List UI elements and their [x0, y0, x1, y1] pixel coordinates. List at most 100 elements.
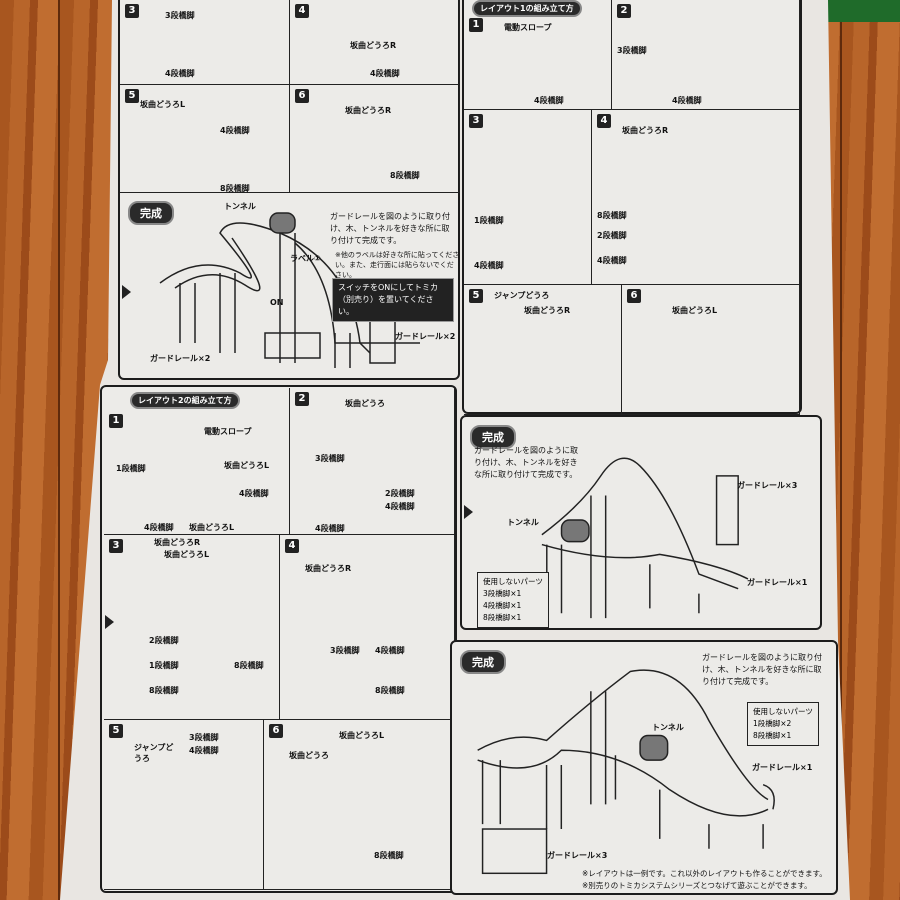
label: 坂曲どうろR [305, 564, 352, 573]
step-number: 2 [295, 392, 309, 406]
label: 坂曲どうろL [224, 461, 270, 470]
label: 3段橋脚 [617, 46, 647, 55]
complete-panel-layout2: 完成 ガードレールを図のように取り付け、木、トンネルを好きな所に取り付けて完成で… [450, 640, 838, 895]
label: 4段橋脚 [239, 489, 269, 498]
step-panel: 4 坂曲どうろR 4段橋脚 [290, 0, 460, 85]
label: ガードレールを図のように取り付け、木、トンネルを好きな所に取り付けて完成です。 [702, 653, 822, 686]
callout-switch: スイッチをONにしてトミカ（別売り）を置いてください。 [332, 278, 454, 322]
label: 8段橋脚 [234, 661, 264, 670]
label: 坂曲どうろL [164, 550, 210, 559]
label: 完成 [460, 650, 506, 674]
label: 3段橋脚 [165, 11, 195, 20]
step-number: 1 [109, 414, 123, 428]
step-number: 6 [295, 89, 309, 103]
step-panel: 6 坂曲どうろL [622, 285, 800, 415]
label: レイアウト2の組み立て方 [130, 392, 240, 409]
label: トンネル [652, 723, 684, 732]
label: 1段橋脚×2 [753, 719, 792, 728]
step-number: 5 [125, 89, 139, 103]
step-number: 3 [109, 539, 123, 553]
step-number: 5 [109, 724, 123, 738]
label: ガードレール×3 [547, 851, 608, 860]
label: 4段橋脚 [375, 646, 405, 655]
label: 4段橋脚 [165, 69, 195, 78]
label: 坂曲どうろ [289, 751, 329, 760]
label: 8段橋脚 [374, 851, 404, 860]
label: ※他のラベルは好きな所に貼ってください。また、走行面には貼らないでください。 [335, 251, 460, 279]
arrow-icon [122, 285, 131, 299]
label: 4段橋脚 [189, 746, 219, 755]
label: 完成 [470, 425, 516, 449]
label: 1段橋脚 [116, 464, 146, 473]
step-panel: 6 坂曲どうろR 8段橋脚 [290, 85, 460, 193]
tunnel-label: トンネル [224, 202, 256, 211]
step-number: 3 [125, 4, 139, 18]
step-number: 4 [597, 114, 611, 128]
label: ガードレール×2 [395, 332, 456, 341]
label: ON [270, 298, 284, 307]
label: 4段橋脚×1 [483, 601, 522, 610]
label: 坂曲どうろL [140, 100, 186, 109]
label: 3段橋脚 [189, 733, 219, 742]
label: ガードレール×3 [737, 481, 798, 490]
label: レイアウト1の組み立て方 [472, 0, 582, 17]
label: 坂曲どうろR [524, 306, 571, 315]
step-panel: 3 3段橋脚 4段橋脚 [120, 0, 290, 85]
step-number: 5 [469, 289, 483, 303]
label: 4段橋脚 [144, 523, 174, 532]
step-number: 2 [617, 4, 631, 18]
label: ジャンプどうろ [494, 291, 550, 300]
decoration [58, 0, 60, 900]
label: 電動スロープ [504, 23, 552, 32]
label: 8段橋脚 [375, 686, 405, 695]
step-number: 3 [469, 114, 483, 128]
label: ガードレール×2 [150, 354, 211, 363]
label: 電動スロープ [204, 427, 252, 436]
label: 4段橋脚 [220, 126, 250, 135]
label: 3段橋脚 [330, 646, 360, 655]
step-panel: 3 坂曲どうろR 坂曲どうろL 2段橋脚 1段橋脚 8段橋脚 8段橋脚 [104, 535, 280, 720]
step-number: 4 [295, 4, 309, 18]
arrow-icon [464, 505, 473, 519]
label: 3段橋脚 [315, 454, 345, 463]
complete-panel: 完成 トンネル ガードレールを図のように取り付け、木、トンネルを好きな所に取り付… [120, 193, 460, 380]
arrow-icon [105, 615, 114, 629]
decoration [840, 0, 842, 900]
label: 2段橋脚 [385, 489, 415, 498]
label: 8段橋脚 [390, 171, 420, 180]
step-panel: 5 ジャンプどうろ坂曲どうろR [464, 285, 622, 415]
label: 使用しないパーツ [753, 707, 813, 716]
label: 4段橋脚 [534, 96, 564, 105]
label: 使用しないパーツ [483, 577, 543, 586]
label: トンネル [507, 518, 539, 527]
label: 1段橋脚 [149, 661, 179, 670]
label: 坂曲どうろR [154, 538, 201, 547]
label: 坂曲どうろR [622, 126, 669, 135]
label: 4段橋脚 [672, 96, 702, 105]
complete-panel-layout1: 完成 ガードレールを図のように取り付け、木、トンネルを好きな所に取り付けて完成で… [460, 415, 822, 630]
step-number: 1 [469, 18, 483, 32]
label: 完成 [128, 201, 174, 225]
step-number: 6 [269, 724, 283, 738]
label: 坂曲どうろR [345, 106, 392, 115]
label: 8段橋脚×1 [483, 613, 522, 622]
label: 坂曲どうろ [345, 399, 385, 408]
panel-frame [100, 385, 457, 893]
label: 8段橋脚 [149, 686, 179, 695]
label: 2段橋脚 [149, 636, 179, 645]
label: 8段橋脚 [597, 211, 627, 220]
label: 坂曲どうろL [672, 306, 718, 315]
step-number: 6 [627, 289, 641, 303]
label: ※レイアウトは一例です。これ以外のレイアウトも作ることができます。 [582, 869, 827, 878]
label: 坂曲どうろR [350, 41, 397, 50]
track-illustration [159, 212, 420, 368]
label: 4段橋脚 [370, 69, 400, 78]
label: 4段橋脚 [597, 256, 627, 265]
label: 8段橋脚 [220, 184, 250, 193]
